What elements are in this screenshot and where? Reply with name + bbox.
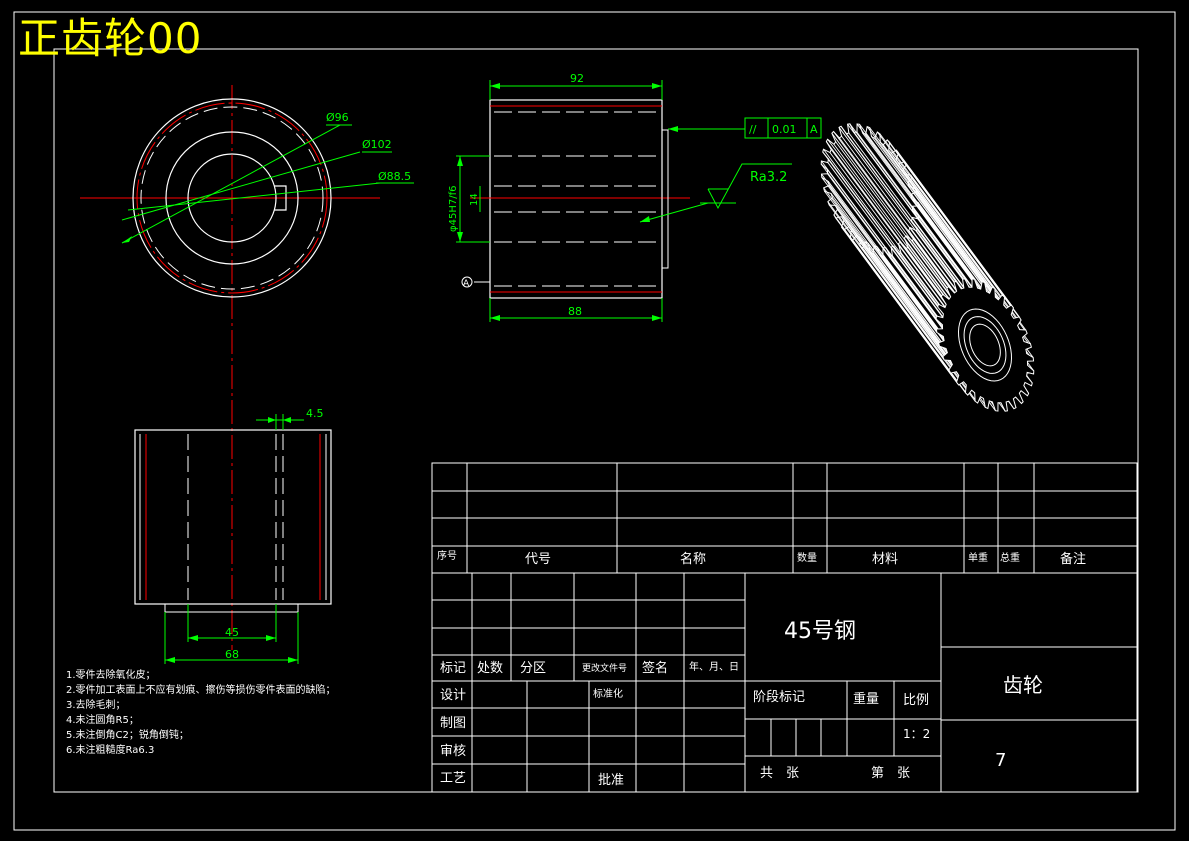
note-item: 2.零件加工表面上不应有划痕、擦伤等损伤零件表面的缺陷；: [66, 685, 336, 696]
tolerance-symbol: //: [749, 123, 757, 136]
material-value: 45号钢: [784, 619, 856, 644]
label-standardization: 标准化: [593, 687, 623, 700]
bom-header-code: 代号: [525, 552, 551, 567]
rev-zone: 分区: [520, 661, 546, 676]
circular-view: [80, 85, 414, 650]
scale-value: 1：2: [903, 727, 930, 741]
title-block: [431, 462, 1138, 793]
rev-count: 处数: [477, 661, 503, 676]
rev-signature: 签名: [642, 660, 668, 676]
roughness-label: Ra3.2: [750, 170, 787, 185]
rev-mark: 标记: [440, 661, 466, 676]
dim-length-45: 45: [225, 626, 239, 639]
rev-doc-no: 更改文件号: [582, 662, 627, 674]
drawing-number: 7: [995, 750, 1006, 771]
datum-label-a: A: [463, 279, 470, 289]
tolerance-value: 0.01: [772, 123, 797, 136]
label-approve: 批准: [598, 773, 624, 788]
bom-header-unit-weight: 单重: [968, 551, 988, 564]
dim-dia-96: Ø96: [326, 111, 349, 124]
bom-header-material: 材料: [872, 552, 898, 567]
dim-keyway-14: 14: [469, 193, 480, 206]
note-item: 5.未注倒角C2；锐角倒钝；: [66, 730, 189, 741]
note-item: 6.未注粗糙度Ra6.3: [66, 745, 155, 756]
dim-length-92: 92: [570, 72, 584, 85]
label-stage: 阶段标记: [753, 690, 805, 705]
label-weight: 重量: [853, 691, 879, 707]
dim-bore-fit: φ45H7/f6: [448, 186, 459, 232]
bom-header-seq: 序号: [437, 549, 457, 562]
dim-keyway-4-5: 4.5: [306, 407, 324, 420]
rev-date: 年、月、日: [689, 660, 739, 673]
dim-dia-102: Ø102: [362, 138, 392, 151]
sheet-number: 第 张: [871, 766, 910, 781]
note-item: 3.去除毛刺；: [66, 700, 126, 711]
note-item: 1.零件去除氧化皮；: [66, 670, 156, 681]
technical-notes: 1.零件去除氧化皮； 2.零件加工表面上不应有划痕、擦伤等损伤零件表面的缺陷； …: [66, 668, 336, 758]
label-design: 设计: [440, 688, 466, 703]
label-process: 工艺: [440, 771, 466, 786]
bom-header-remark: 备注: [1060, 551, 1086, 567]
bom-header-name: 名称: [680, 551, 706, 567]
bom-header-total-weight: 总重: [1000, 551, 1020, 564]
drawing-title: 正齿轮00: [18, 14, 203, 63]
note-item: 4.未注圆角R5；: [66, 715, 139, 726]
label-draw: 制图: [440, 716, 466, 731]
side-view: [134, 414, 332, 664]
dim-length-88: 88: [568, 305, 582, 318]
part-name: 齿轮: [1003, 673, 1043, 697]
label-scale: 比例: [903, 693, 929, 708]
outer-frame: [13, 11, 1176, 831]
dim-length-68: 68: [225, 648, 239, 661]
tolerance-datum: A: [810, 123, 818, 136]
label-check: 审核: [440, 744, 466, 759]
dim-dia-88-5: Ø88.5: [378, 170, 411, 183]
section-view: [456, 80, 822, 322]
sheet-total: 共 张: [760, 766, 799, 781]
bom-header-qty: 数量: [797, 551, 817, 564]
gear-isometric: [820, 123, 1035, 412]
